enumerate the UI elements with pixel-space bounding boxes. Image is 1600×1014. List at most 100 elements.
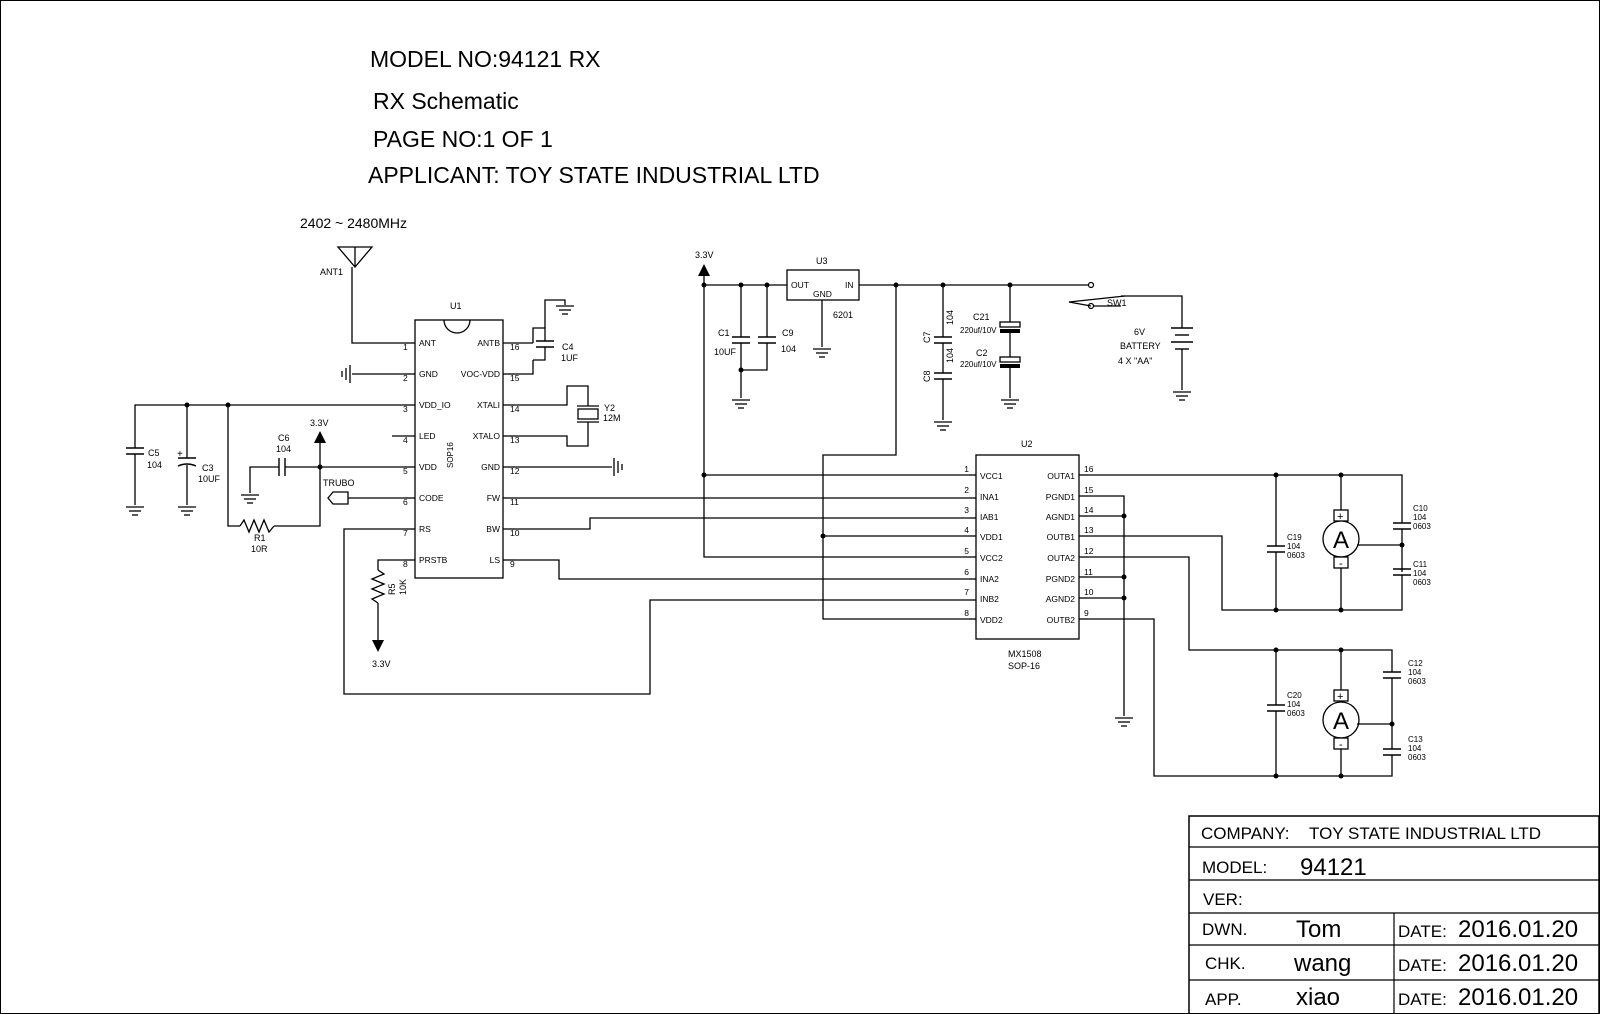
app-value: xiao <box>1296 984 1340 1011</box>
ground-symbol <box>731 399 751 409</box>
svg-text:OUTA2: OUTA2 <box>1047 553 1075 563</box>
r5-ref: R5 <box>387 583 397 595</box>
svg-text:8: 8 <box>403 559 408 569</box>
power-arrow-3v3 <box>698 264 710 276</box>
svg-text:12: 12 <box>1084 546 1094 556</box>
c3-ref: C3 <box>202 463 214 473</box>
svg-text:FW: FW <box>487 493 500 503</box>
c20-value: 104 <box>1287 700 1301 709</box>
ground-symbol <box>812 348 832 358</box>
ground-symbol <box>1172 391 1192 401</box>
svg-text:VDD_IO: VDD_IO <box>419 400 451 410</box>
c19-capacitor <box>1266 545 1286 553</box>
c1-ref: C1 <box>718 328 730 338</box>
svg-text:GND: GND <box>481 462 500 472</box>
svg-text:13: 13 <box>1084 525 1094 535</box>
ground-symbol <box>1114 717 1134 727</box>
c9-ref: C9 <box>782 328 794 338</box>
applicant: APPLICANT: TOY STATE INDUSTRIAL LTD <box>368 162 820 188</box>
ground-symbol <box>613 457 623 477</box>
u1-right-pin-numbers: 16 15 14 13 12 11 10 9 <box>510 342 520 569</box>
svg-text:3: 3 <box>964 505 969 515</box>
title-block <box>1188 815 1600 1014</box>
svg-text:7: 7 <box>964 587 969 597</box>
ground-symbol <box>125 506 145 516</box>
c20-ref: C20 <box>1287 691 1302 700</box>
svg-text:11: 11 <box>510 497 519 507</box>
svg-text:INA1: INA1 <box>980 492 999 502</box>
chk-value: wang <box>1293 950 1351 977</box>
c3-capacitor: + <box>177 449 197 467</box>
net-label-3v3: 3.3V <box>695 250 714 260</box>
svg-text:5: 5 <box>964 546 969 556</box>
battery-label: BATTERY <box>1120 341 1161 351</box>
battery-voltage: 6V <box>1134 327 1145 337</box>
chk-label: CHK. <box>1205 954 1246 973</box>
u1-ref: U1 <box>450 301 462 311</box>
svg-text:INB2: INB2 <box>980 594 999 604</box>
svg-text:-: - <box>1339 558 1343 570</box>
net-label-3v3: 3.3V <box>372 659 391 669</box>
u1-package: SOP16 <box>446 442 455 468</box>
sw1-terminal <box>1087 281 1095 289</box>
svg-text:4: 4 <box>403 435 408 445</box>
c13-value: 104 <box>1408 744 1422 753</box>
c10-size: 0603 <box>1413 522 1431 531</box>
c9-capacitor <box>757 336 777 344</box>
ver-label: VER: <box>1203 890 1243 909</box>
c11-ref: C11 <box>1413 560 1428 569</box>
c21-value: 220uf/10V <box>960 326 997 335</box>
power-arrow-3v3 <box>372 640 384 652</box>
svg-text:PGND1: PGND1 <box>1046 492 1076 502</box>
c4-ref: C4 <box>562 342 574 352</box>
y2-value: 12M <box>603 413 621 423</box>
svg-text:2: 2 <box>403 373 408 383</box>
svg-text:LED: LED <box>419 431 436 441</box>
svg-text:2: 2 <box>964 485 969 495</box>
antenna-ref: ANT1 <box>320 267 343 277</box>
r5-resistor <box>370 569 386 604</box>
c20-size: 0603 <box>1287 709 1305 718</box>
app-label: APP. <box>1205 990 1242 1009</box>
battery-symbol <box>1171 327 1193 350</box>
c20-capacitor <box>1266 704 1286 712</box>
svg-text:OUTA1: OUTA1 <box>1047 471 1075 481</box>
ground-symbol <box>555 305 575 315</box>
svg-text:9: 9 <box>1084 608 1089 618</box>
y2-ref: Y2 <box>604 403 615 413</box>
ground-symbol <box>177 506 197 516</box>
u3-ref: U3 <box>816 256 828 266</box>
c19-size: 0603 <box>1287 551 1305 560</box>
c5-value: 104 <box>147 460 162 470</box>
c8-value: 104 <box>945 348 955 363</box>
c7-value: 104 <box>945 310 955 325</box>
svg-text:1: 1 <box>403 342 408 352</box>
svg-text:VCC1: VCC1 <box>980 471 1003 481</box>
c19-ref: C19 <box>1287 533 1302 542</box>
c6-capacitor <box>278 457 286 477</box>
svg-text:15: 15 <box>510 373 520 383</box>
u3-gnd-label: GND <box>813 289 832 299</box>
c12-size: 0603 <box>1408 677 1426 686</box>
u3-part: 6201 <box>833 310 853 320</box>
c12-value: 104 <box>1408 668 1422 677</box>
u3-out-label: OUT <box>791 280 809 290</box>
u2-left-pins <box>969 474 976 620</box>
antenna-symbol <box>336 246 374 269</box>
svg-text:+: + <box>1337 511 1343 523</box>
c1-value: 10UF <box>714 347 737 357</box>
date-label: DATE: <box>1398 956 1447 975</box>
svg-text:14: 14 <box>510 404 520 414</box>
c13-ref: C13 <box>1408 735 1423 744</box>
svg-text:VDD: VDD <box>419 462 437 472</box>
c5-capacitor <box>125 447 145 455</box>
dwn-value: Tom <box>1296 916 1341 943</box>
svg-text:IAB1: IAB1 <box>980 512 999 522</box>
date-value: 2016.01.20 <box>1458 984 1578 1011</box>
svg-text:6: 6 <box>403 497 408 507</box>
svg-text:A: A <box>1333 527 1349 554</box>
power-arrow-3v3 <box>314 431 326 443</box>
svg-text:11: 11 <box>1084 567 1093 577</box>
u2-package: SOP-16 <box>1008 661 1040 671</box>
